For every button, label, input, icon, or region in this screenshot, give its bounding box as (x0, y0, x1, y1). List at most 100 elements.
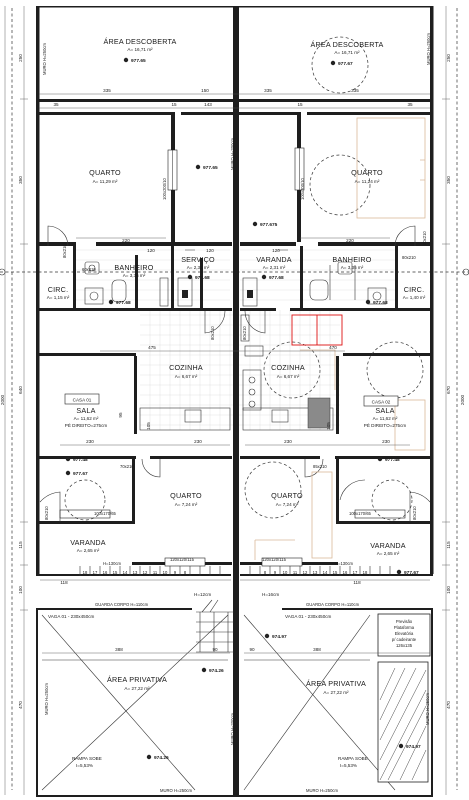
svg-text:220: 220 (346, 238, 354, 243)
room-name: VARANDA (256, 255, 292, 264)
room-label-varanda-left: VARANDA A= 2,65 m² (70, 538, 105, 553)
door-size-label: 80x210 (422, 231, 427, 245)
door-size-label: 85x210 (313, 464, 327, 469)
room-area: A= 6,67 m² (175, 374, 198, 379)
room-area: A= 16,71 m² (334, 50, 360, 55)
door-size-label: 70x210 (120, 464, 134, 469)
svg-text:8: 8 (264, 570, 267, 575)
svg-text:15: 15 (113, 570, 118, 575)
svg-text:470: 470 (18, 701, 23, 709)
svg-text:105: 105 (326, 422, 331, 430)
svg-text:35: 35 (53, 102, 59, 107)
room-label-circ-right: CIRC. A= 1,40 m² (403, 285, 426, 300)
room-name: ÁREA PRIVATIVA (306, 679, 366, 688)
door-size-label: 80x210 (242, 326, 247, 340)
svg-text:118: 118 (353, 580, 361, 585)
svg-text:974.26: 974.26 (209, 668, 224, 674)
wall-height-label: MURO H=250cm (425, 692, 430, 725)
room-name: CIRC. (404, 285, 425, 294)
svg-text:8: 8 (184, 570, 187, 575)
svg-text:977.65: 977.65 (131, 58, 146, 64)
room-name: BANHEIRO (332, 255, 371, 264)
svg-text:13: 13 (313, 570, 318, 575)
room-name: BANHEIRO (114, 263, 153, 272)
room-area: A= 7,24 m² (175, 502, 198, 507)
svg-text:90: 90 (212, 647, 218, 652)
room-area: A= 3,36 m² (123, 273, 146, 278)
room-label-quarto-bottom-left: QUARTO A= 7,24 m² (170, 491, 202, 507)
window-size-label: 120x120/115 (262, 557, 287, 562)
level-marker: 974.97 (264, 633, 287, 640)
svg-text:977.68: 977.68 (269, 275, 284, 281)
room-label-quarto-top-left: QUARTO A= 11,29 m² (89, 168, 121, 184)
level-marker: 977.68 (261, 274, 284, 281)
room-label-servico: SERVIÇO A= 2,31 m² (181, 255, 215, 270)
door-size-label: 80x210 (210, 326, 215, 340)
svg-text:100: 100 (446, 586, 451, 594)
ramp-label: RAMPA SOBE (72, 756, 102, 761)
windows (59, 147, 406, 567)
svg-text:14: 14 (123, 570, 128, 575)
room-name: ÁREA DESCOBERTA (310, 40, 383, 49)
svg-text:350: 350 (18, 176, 23, 184)
svg-text:640: 640 (18, 386, 23, 394)
room-area: A= 11,29 m² (93, 179, 118, 184)
svg-text:230: 230 (194, 439, 202, 444)
axis-lines (0, 8, 469, 790)
room-label-area-descoberta-right: ÁREA DESCOBERTA A= 16,71 m² (310, 40, 383, 55)
wall-height-label: MURO H=200cm (230, 137, 235, 170)
room-name: QUARTO (89, 168, 121, 177)
window-height-label: H=130cm (335, 561, 354, 566)
svg-text:388: 388 (115, 647, 123, 652)
level-marker: 977.48 (377, 456, 400, 463)
svg-text:974.97: 974.97 (406, 744, 421, 750)
svg-text:350: 350 (446, 176, 451, 184)
wall-height-label: MURO H=250cm (306, 788, 339, 793)
height-label: H=12cm (194, 592, 211, 597)
room-label-sala-left: CASA 01 SALA A= 11,62 m² PÉ DIREITO=275c… (64, 393, 107, 428)
svg-text:150: 150 (201, 88, 209, 93)
wall-height-label: MURO H=250cm (426, 32, 431, 65)
room-name: ÁREA DESCOBERTA (103, 37, 176, 46)
level-marker: 977.68 (108, 299, 131, 306)
ramp-slope: I=5,53% (76, 763, 93, 768)
door-size-label: 80x210 (412, 506, 417, 520)
room-label-cozinha-left: COZINHA A= 6,67 m² (169, 363, 203, 379)
svg-text:90: 90 (249, 647, 255, 652)
svg-text:230: 230 (382, 439, 390, 444)
door-size-label: 80x210 (44, 506, 49, 520)
svg-text:115: 115 (446, 541, 451, 549)
room-label-area-privativa-left: ÁREA PRIVATIVA A= 27,22 m² (107, 675, 167, 691)
room-area: A= 16,71 m² (127, 47, 153, 52)
svg-text:335: 335 (351, 88, 359, 93)
turning-circles (64, 36, 424, 521)
svg-text:977.68: 977.68 (116, 300, 131, 306)
svg-text:100: 100 (18, 586, 23, 594)
svg-text:977.67: 977.67 (404, 570, 419, 576)
svg-text:230: 230 (86, 439, 94, 444)
svg-text:13: 13 (133, 570, 138, 575)
svg-text:16: 16 (103, 570, 108, 575)
wall-height-label: MURO H=200cm (230, 712, 235, 745)
svg-text:12: 12 (303, 570, 308, 575)
door-size-label: 60x210 (82, 267, 96, 272)
level-marker: 974.26 (146, 754, 169, 761)
parking-label: VAGA 01 - 230x450cm (285, 614, 332, 619)
room-area: A= 1,40 m² (403, 295, 426, 300)
parking-lines (41, 614, 396, 791)
house-tag: CASA 02 (372, 400, 391, 405)
svg-text:974.26: 974.26 (154, 755, 169, 761)
svg-text:95: 95 (118, 412, 123, 418)
ceiling-height: PÉ DIREITO=275cm (364, 422, 407, 428)
annotations: VAGA 01 - 230x450cm VAGA 01 - 230x450cm … (48, 255, 416, 793)
left-vertical-dimensions: 250 350 640 115 100 470 2000 (0, 54, 23, 709)
elevator-note: Previsão Plataforma Elevatória p/ cadeir… (392, 619, 417, 648)
svg-text:977.675: 977.675 (260, 222, 278, 228)
window-size-label: 100x170/65 (349, 511, 372, 516)
svg-text:143: 143 (204, 102, 212, 107)
svg-text:470: 470 (329, 345, 337, 350)
svg-text:120: 120 (272, 248, 280, 253)
guard-rail-label: GUARDA CORPO H=110cm (306, 602, 360, 607)
svg-text:974.97: 974.97 (272, 634, 287, 640)
svg-text:18: 18 (363, 570, 368, 575)
